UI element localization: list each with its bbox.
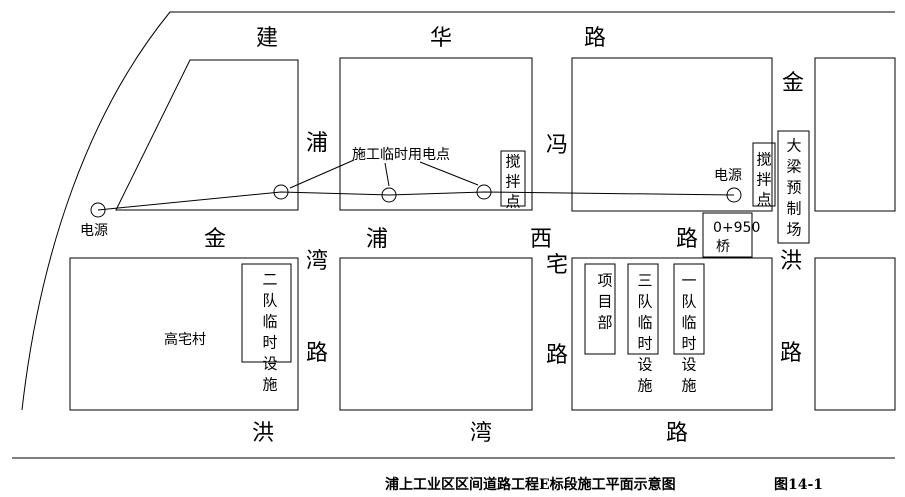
power-source-left-label: 电源: [80, 223, 108, 239]
vertical-glyph: 施: [637, 377, 652, 395]
vertical-glyph: 场: [786, 221, 801, 239]
vertical-glyph: 时: [262, 334, 277, 352]
vertical-glyph: 预: [786, 179, 801, 197]
block-top-middle: [339, 57, 533, 211]
vertical-glyph: 临: [637, 314, 652, 332]
caption-title: 浦上工业区区间道路工程E标段施工平面示意图: [385, 476, 676, 493]
power-source-right-circle: [726, 187, 742, 203]
vertical-glyph: 梁: [786, 158, 801, 176]
block-bottom-middle: [339, 257, 533, 411]
road-feng: 冯: [546, 133, 568, 158]
vertical-glyph: 部: [597, 314, 612, 332]
power-point-2: [381, 187, 397, 203]
vertical-glyph: 设: [637, 356, 652, 374]
leader-line-3: [419, 161, 479, 186]
road-jinpu-1: 金: [204, 227, 226, 252]
vertical-glyph: 时: [637, 335, 652, 353]
road-pu: 浦: [306, 131, 328, 156]
vertical-glyph: 制: [786, 200, 801, 218]
leader-line-2: [384, 162, 390, 187]
vertical-glyph: 搅: [756, 151, 771, 169]
road-hongwan-3: 路: [666, 421, 688, 446]
vertical-glyph: 搅: [505, 153, 520, 171]
power-line: [97, 191, 735, 211]
vertical-glyph: 临: [262, 313, 277, 331]
power-source-left-circle: [90, 202, 106, 218]
road-jinpu-2: 浦: [366, 227, 388, 252]
road-xizhai-1: 西: [530, 227, 552, 252]
vertical-glyph: 临: [681, 314, 696, 332]
block-bottom-far-right: [814, 257, 896, 411]
road-jianhua-2: 华: [430, 26, 452, 51]
road-puwan-3: 路: [306, 341, 328, 366]
road-jianhua-3: 路: [584, 26, 606, 51]
power-source-right-label: 电源: [714, 168, 742, 184]
road-lu-mid: 路: [676, 227, 698, 252]
power-point-label: 施工临时用电点: [352, 147, 450, 163]
village-label: 高宅村: [164, 331, 206, 348]
vertical-glyph: 目: [597, 293, 612, 311]
power-point-1: [273, 184, 289, 200]
mixing-point-right-text: 搅拌点: [756, 151, 771, 209]
vertical-glyph: 队: [262, 292, 277, 310]
road-jianhua-1: 建: [256, 26, 278, 51]
site-boundary: [21, 11, 895, 411]
vertical-glyph: 一: [681, 272, 696, 290]
road-xizhai-2: 宅: [546, 253, 568, 278]
road-hongwan-2: 湾: [470, 421, 492, 446]
vertical-glyph: 设: [262, 355, 277, 373]
power-point-3: [476, 184, 492, 200]
vertical-glyph: 大: [786, 137, 801, 155]
block-top-right: [571, 57, 773, 212]
team3-box: [627, 263, 659, 355]
team1-box: [673, 263, 705, 355]
vertical-glyph: 拌: [505, 173, 520, 191]
mixing-point-right-box: [752, 142, 776, 207]
vertical-glyph: 时: [681, 335, 696, 353]
vertical-glyph: 点: [505, 193, 520, 211]
vertical-glyph: 设: [681, 356, 696, 374]
bridge-label: 桥: [716, 239, 730, 255]
vertical-glyph: 队: [637, 293, 652, 311]
road-jinhong-1: 金: [782, 71, 804, 96]
road-puwan-2: 湾: [306, 249, 328, 274]
block-top-far-right: [814, 57, 896, 212]
mixing-point-left-text: 搅拌点: [505, 153, 520, 211]
caption-figure: 图14-1: [774, 477, 823, 493]
bridge-km-label: 0+950: [713, 220, 760, 236]
vertical-glyph: 点: [756, 191, 771, 209]
project-dept-box: [584, 263, 616, 355]
block-bottom-right: [571, 257, 773, 411]
block-top-left: [115, 59, 299, 211]
leader-line-1: [289, 159, 355, 189]
beam-yard-box: [777, 130, 810, 244]
vertical-glyph: 拌: [756, 171, 771, 189]
vertical-glyph: 三: [637, 272, 652, 290]
team2-box: [241, 263, 292, 363]
bridge-box: [702, 212, 753, 258]
vertical-glyph: 项: [597, 272, 612, 290]
road-jinhong-2: 洪: [780, 249, 802, 274]
road-xizhai-3: 路: [546, 343, 568, 368]
road-hongwan-1: 洪: [252, 421, 274, 446]
vertical-glyph: 施: [681, 377, 696, 395]
road-jinhong-3: 路: [780, 341, 802, 366]
mixing-point-left-box: [500, 150, 526, 207]
vertical-glyph: 施: [262, 376, 277, 394]
vertical-glyph: 队: [681, 293, 696, 311]
block-bottom-left: [69, 257, 299, 411]
vertical-glyph: 二: [262, 271, 277, 289]
project-dept-text: 项目部: [597, 272, 612, 332]
